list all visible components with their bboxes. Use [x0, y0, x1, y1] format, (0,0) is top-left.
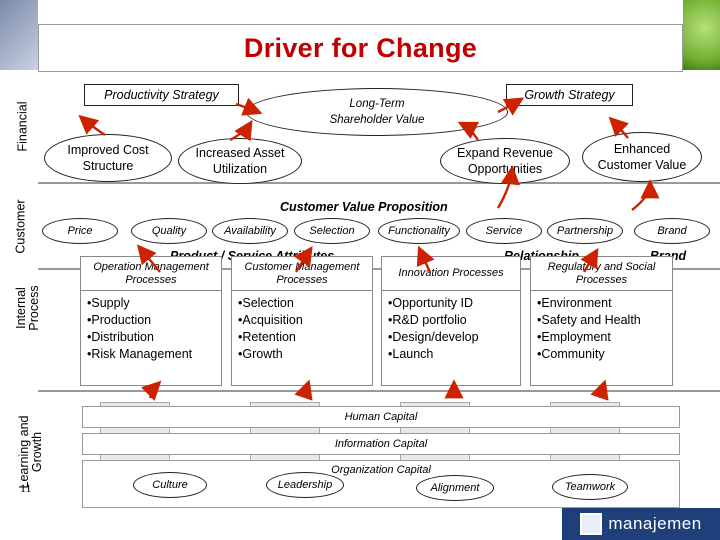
process-item: •Selection [238, 296, 294, 310]
process-item: •Safety and Health [537, 313, 641, 327]
company-logo: manajemen [562, 508, 720, 540]
culture-ellipse: Culture [133, 472, 207, 498]
enhanced-value-ellipse: Enhanced Customer Value [582, 132, 702, 182]
internal-label-text: Internal Process [14, 285, 41, 331]
page-title: Driver for Change [243, 32, 478, 63]
asset-utilization-ellipse: Increased Asset Utilization [178, 138, 302, 184]
attr-service: Service [466, 218, 542, 244]
attr-price: Price [42, 218, 118, 244]
leadership-ellipse: Leadership [266, 472, 344, 498]
financial-band [38, 72, 720, 184]
growth-strategy-box: Growth Strategy [506, 84, 633, 106]
logo-mark-icon [580, 513, 603, 535]
corner-building-image [0, 0, 38, 70]
internal-label: Internal Process [14, 270, 45, 346]
customer-band [38, 184, 720, 270]
process-item: •Environment [537, 296, 612, 310]
process-item: •Acquisition [238, 313, 303, 327]
information-capital-label: Information Capital [334, 438, 428, 450]
process-header: Operation Management Processes [81, 257, 221, 291]
process-header: Customer Management Processes [232, 257, 372, 291]
attr-partnership: Partnership [547, 218, 623, 244]
human-capital-bar: Human Capital [82, 406, 680, 428]
process-regulatory: Regulatory and Social Processes •Environ… [530, 256, 673, 386]
process-operations: Operation Management Processes •Supply •… [80, 256, 222, 386]
process-header: Regulatory and Social Processes [531, 257, 672, 291]
corner-leaf-image [683, 0, 720, 70]
logo-text: manajemen [608, 514, 702, 533]
attr-functionality: Functionality [378, 218, 460, 244]
attr-brand: Brand [634, 218, 710, 244]
page-number: 11 [20, 481, 32, 495]
process-item: •Risk Management [87, 347, 193, 361]
process-item: •Distribution [87, 330, 154, 344]
title-band: Driver for Change [38, 24, 683, 72]
organization-capital-label: Organization Capital [331, 464, 431, 476]
cvp-label: Customer Value Proposition [280, 200, 448, 214]
financial-label: Financial [15, 101, 30, 152]
long-term-value-ellipse: Long-Term Shareholder Value [246, 88, 508, 136]
productivity-strategy-box: Productivity Strategy [84, 84, 239, 106]
process-item: •Supply [87, 296, 130, 310]
attr-quality: Quality [131, 218, 207, 244]
process-item: •R&D portfolio [388, 313, 467, 327]
learning-label: Learning and Growth [17, 412, 48, 492]
process-item: •Retention [238, 330, 296, 344]
attr-availability: Availability [212, 218, 288, 244]
teamwork-ellipse: Teamwork [552, 474, 628, 500]
process-customer: Customer Management Processes •Selection… [231, 256, 373, 386]
expand-revenue-ellipse: Expand Revenue Opportunities [440, 138, 570, 184]
customer-label: Customer [13, 199, 28, 254]
information-capital-bar: Information Capital [82, 433, 680, 455]
process-item: •Community [537, 347, 605, 361]
process-item: •Launch [388, 347, 434, 361]
process-innovation: Innovation Processes •Opportunity ID •R&… [381, 256, 521, 386]
alignment-ellipse: Alignment [416, 475, 494, 501]
internal-band [38, 270, 720, 392]
learning-label-text: Learning and Growth [17, 415, 44, 489]
attr-selection: Selection [294, 218, 370, 244]
improved-cost-ellipse: Improved Cost Structure [44, 134, 172, 182]
process-item: •Opportunity ID [388, 296, 473, 310]
process-item: •Employment [537, 330, 611, 344]
process-item: •Design/develop [388, 330, 479, 344]
process-header: Innovation Processes [382, 257, 520, 291]
process-item: •Production [87, 313, 152, 327]
process-item: •Growth [238, 347, 283, 361]
human-capital-label: Human Capital [344, 411, 418, 423]
